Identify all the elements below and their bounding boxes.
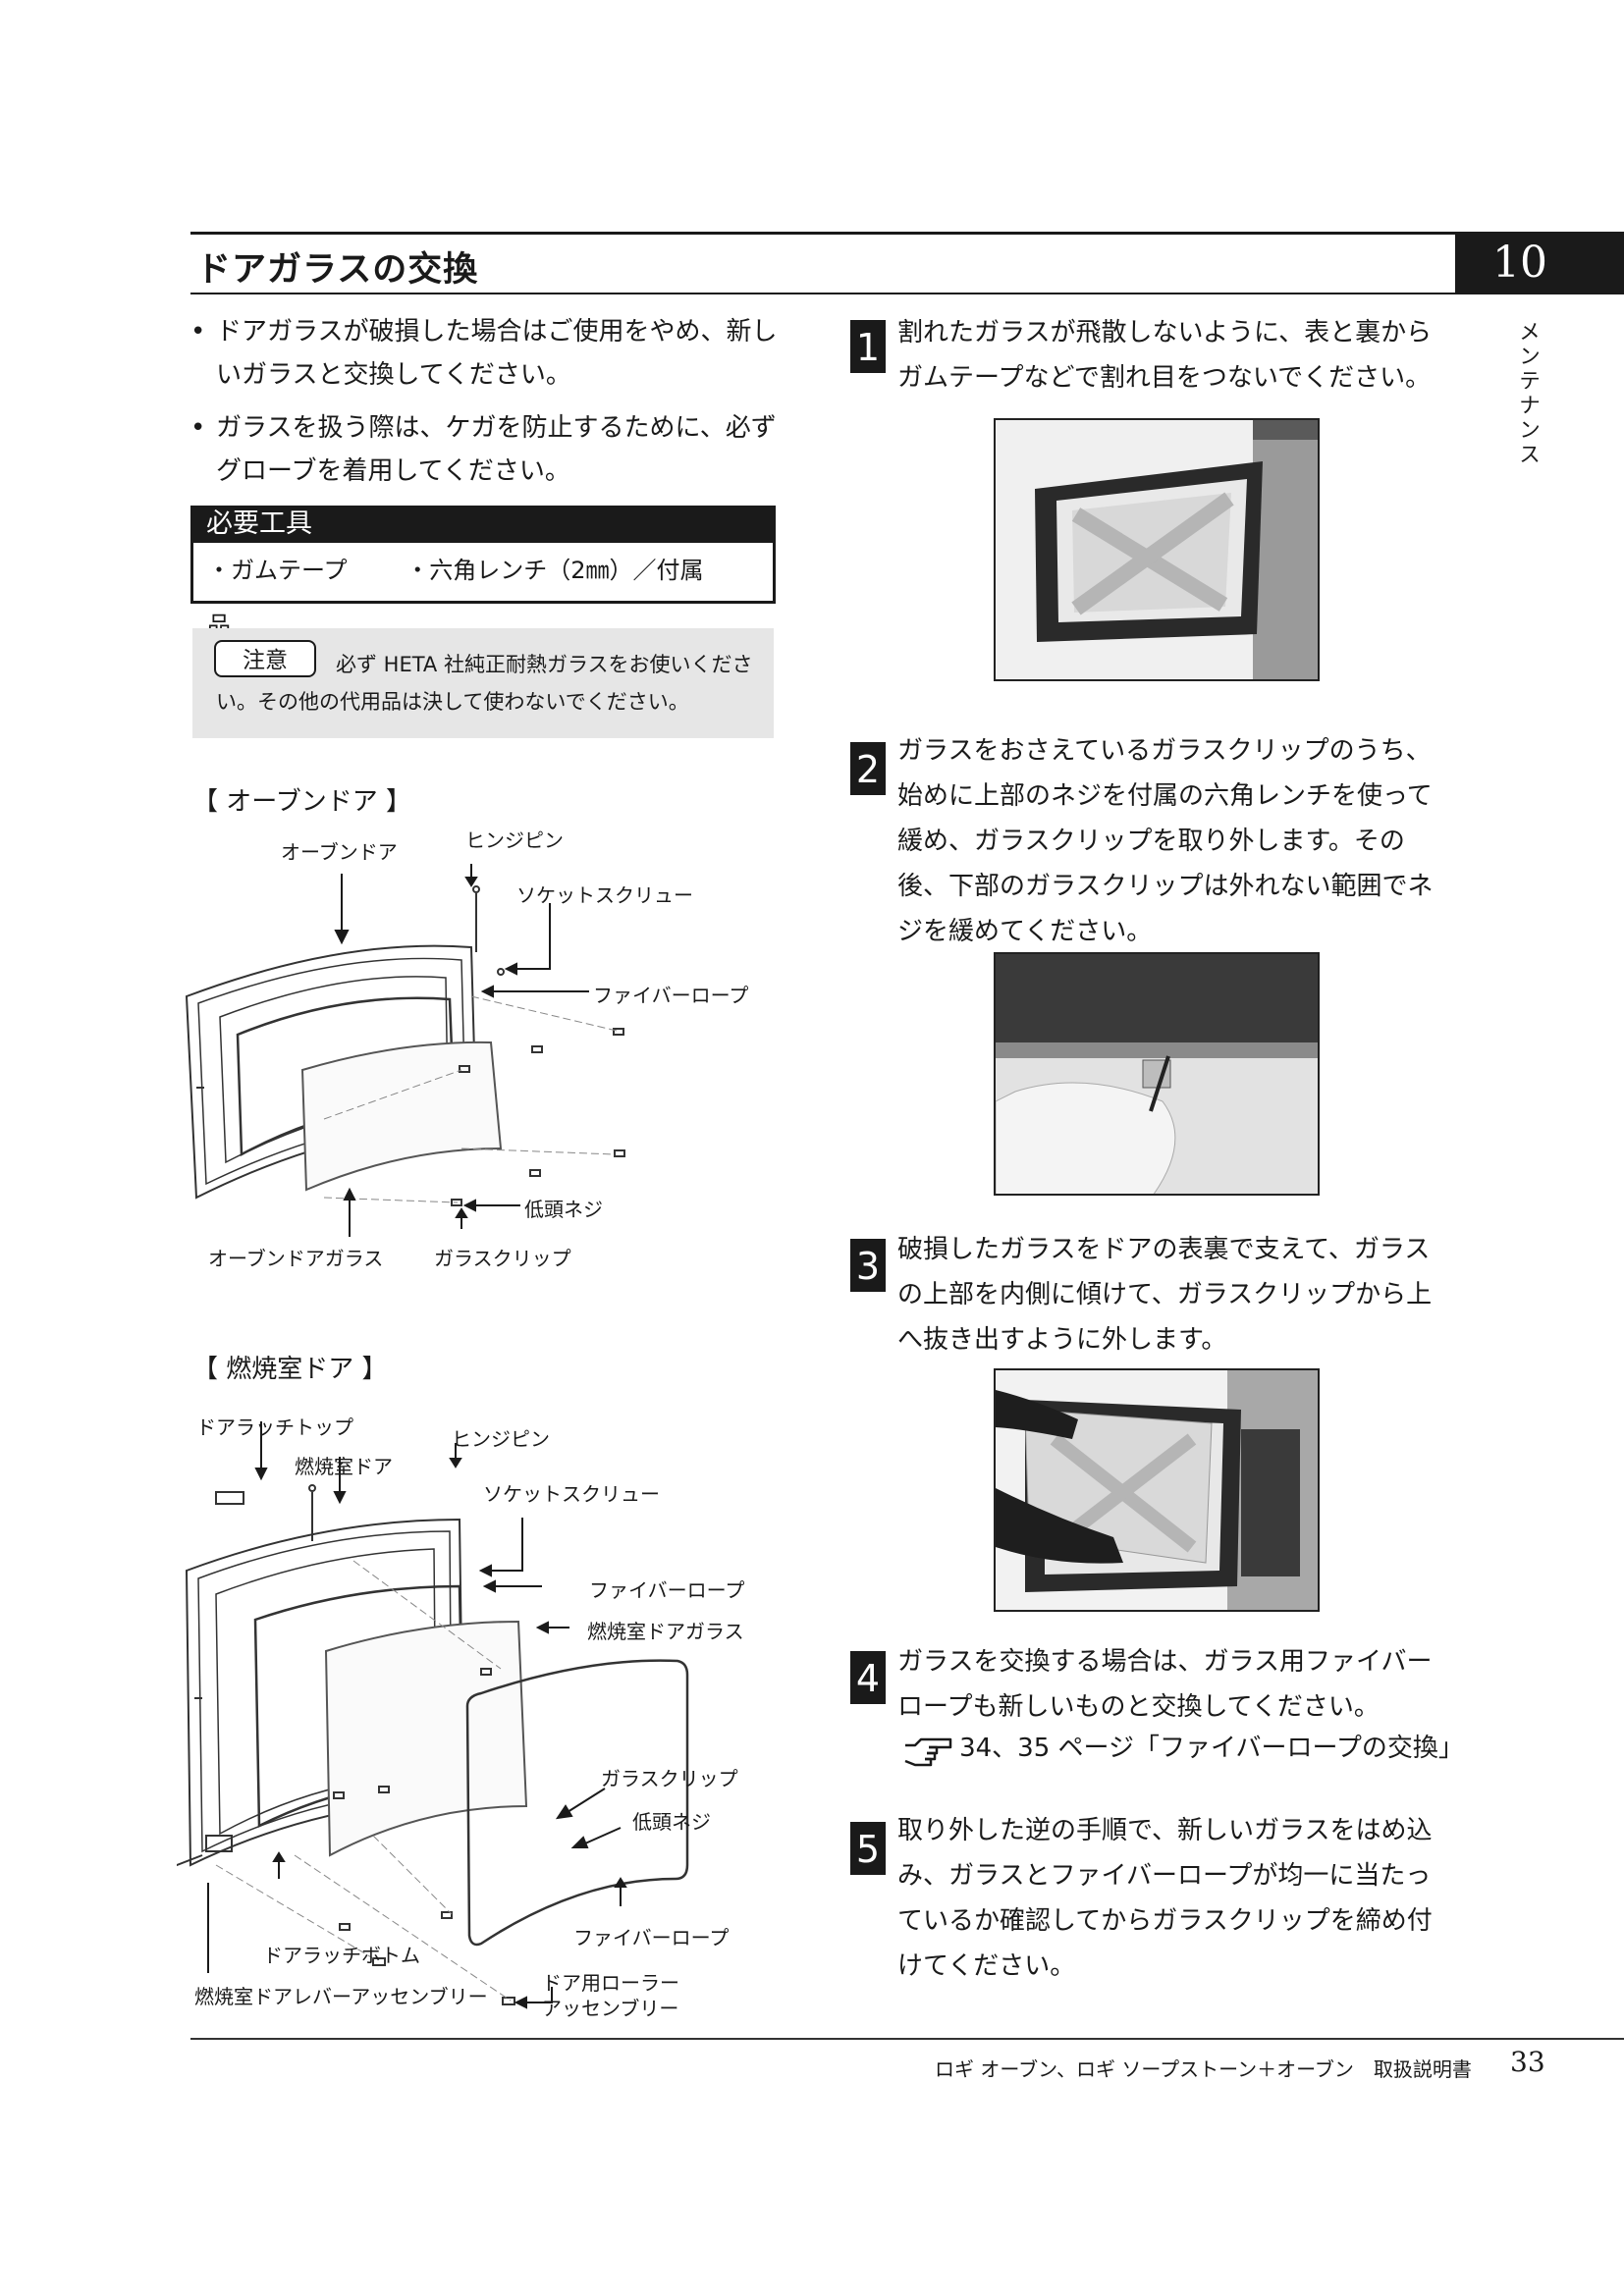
step-number: 1 xyxy=(850,320,886,373)
label-latch-top: ドアラッチトップ xyxy=(196,1415,353,1439)
label-oven-door: オーブンドア xyxy=(281,840,398,864)
label-lever-assembly: 燃焼室ドアレバーアッセンブリー xyxy=(194,1985,488,2008)
label-glass-clip: ガラスクリップ xyxy=(434,1247,571,1270)
oven-door-figure-title: 【 オーブンドア 】 xyxy=(192,787,411,817)
step-text: ガラスを交換する場合は、ガラス用ファイバーロープも新しいものと交換してください。 xyxy=(897,1647,1433,1722)
tools-list: ・ガムテープ ・六角レンチ（2㎜）／付属品 xyxy=(190,543,776,639)
label-hinge-pin-2: ヒンジピン xyxy=(452,1427,550,1451)
step-number: 5 xyxy=(850,1822,886,1875)
step-text: 割れたガラスが飛散しないように、表と裏からガムテープなどで割れ目をつないでくださ… xyxy=(897,318,1433,393)
label-glass-clip-2: ガラスクリップ xyxy=(601,1767,738,1790)
combustion-door-figure-title: 【 燃焼室ドア 】 xyxy=(192,1355,388,1384)
pointing-hand-icon xyxy=(904,1737,952,1766)
label-roller-assembly-line1: ドア用ローラー xyxy=(542,1971,679,1995)
label-fiber-rope-bottom: ファイバーロープ xyxy=(573,1926,730,1949)
side-label: メンテナンス xyxy=(1515,320,1540,467)
tool-item: ・六角レンチ（2㎜）／付属品 xyxy=(207,557,704,639)
oven-door-exploded-diagram xyxy=(185,864,625,1237)
label-combustion-door: 燃焼室ドア xyxy=(295,1455,393,1478)
photo-remove-glass xyxy=(994,1368,1320,1612)
photo-loosen-clip xyxy=(994,952,1320,1196)
chapter-number: 10 xyxy=(1455,232,1624,294)
label-combustion-door-glass: 燃焼室ドアガラス xyxy=(587,1620,744,1643)
label-fiber-rope: ファイバーロープ xyxy=(593,984,749,1007)
footer-manual-title: ロギ オーブン、ロギ ソープストーン＋オーブン 取扱説明書 xyxy=(935,2057,1472,2081)
label-oven-door-glass: オーブンドアガラス xyxy=(208,1247,384,1270)
step-text: 取り外した逆の手順で、新しいガラスをはめ込み、ガラスとファイバーロープが均一に当… xyxy=(897,1816,1433,1981)
caution-badge: 注意 xyxy=(214,640,316,677)
combustion-door-exploded-diagram xyxy=(177,1421,689,2009)
caution-text: 必ず HETA 社純正耐熱ガラスをお使いください。その他の代用品は決して使わない… xyxy=(216,653,753,714)
header-rule xyxy=(190,232,1624,235)
title-underline xyxy=(190,293,1457,294)
notice-list: •ドアガラスが破損した場合はご使用をやめ、新しいガラスと交換してください。 •ガ… xyxy=(190,310,785,503)
step-text: 破損したガラスをドアの表裏で支えて、ガラスの上部を内側に傾けて、ガラスクリップか… xyxy=(897,1235,1433,1355)
label-socket-screw: ソケットスクリュー xyxy=(516,883,693,907)
footer-rule xyxy=(190,2038,1624,2040)
label-latch-bottom: ドアラッチボトム xyxy=(263,1944,420,1967)
label-roller-assembly-line2: アッセンブリー xyxy=(542,1997,679,2020)
notice-item: •ガラスを扱う際は、ケガを防止するために、必ずグローブを着用してください。 xyxy=(190,413,777,486)
step-number: 4 xyxy=(850,1651,886,1704)
label-fiber-rope-top: ファイバーロープ xyxy=(589,1578,745,1602)
tool-item: ・ガムテープ xyxy=(207,557,348,584)
page-reference-text: 34、35 ページ「ファイバーロープの交換」 xyxy=(959,1734,1464,1763)
step-number: 2 xyxy=(850,742,886,795)
label-low-head-screw: 低頭ネジ xyxy=(524,1198,603,1221)
step-text: ガラスをおさえているガラスクリップのうち、始めに上部のネジを付属の六角レンチを使… xyxy=(897,736,1434,946)
section-title: ドアガラスの交換 xyxy=(196,250,479,290)
photo-taped-glass xyxy=(994,418,1320,681)
step-number: 3 xyxy=(850,1239,886,1292)
page-reference: 34、35 ページ「ファイバーロープの交換」 xyxy=(903,1728,1464,1769)
label-socket-screw-2: ソケットスクリュー xyxy=(483,1482,660,1506)
page-number: 33 xyxy=(1510,2046,1545,2078)
label-low-head-screw-2: 低頭ネジ xyxy=(632,1810,711,1834)
notice-item: •ドアガラスが破損した場合はご使用をやめ、新しいガラスと交換してください。 xyxy=(190,317,778,390)
label-hinge-pin: ヒンジピン xyxy=(465,828,564,852)
tools-heading: 必要工具 xyxy=(190,506,776,543)
